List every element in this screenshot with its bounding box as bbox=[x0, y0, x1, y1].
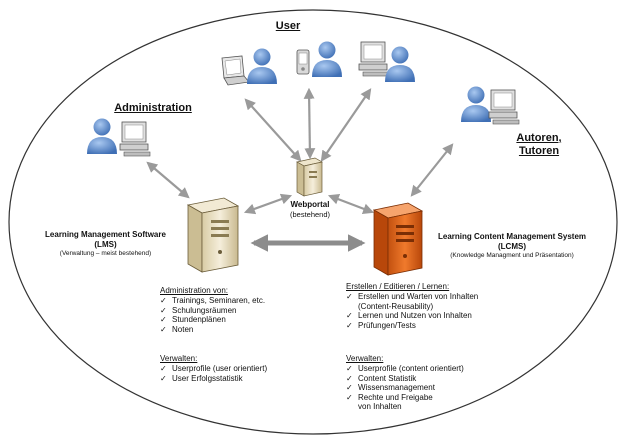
arrow-webportal-lms bbox=[243, 193, 293, 215]
list-item-text: (Content-Reusability) bbox=[358, 301, 434, 311]
lms-list-item: ✓ User Erfolgsstatistik bbox=[160, 374, 310, 384]
lcms-server-icon bbox=[372, 202, 424, 276]
webportal-server-icon bbox=[296, 157, 323, 197]
arrow-pda-webportal bbox=[303, 87, 316, 160]
lcms-list-item: ✓ Wissensmanagement bbox=[346, 383, 526, 393]
user-person-2-icon bbox=[312, 41, 342, 77]
admin-person-icon bbox=[87, 118, 117, 154]
lms-manage-section: Verwalten: ✓ Userprofile (user orientiert… bbox=[160, 354, 310, 383]
list-item-text: Stundenplänen bbox=[172, 315, 226, 325]
list-item-text: Userprofile (user orientiert) bbox=[172, 364, 268, 373]
list-item-text: Trainings, Seminaren, etc. bbox=[172, 296, 266, 305]
lms-manage-heading: Verwalten: bbox=[160, 354, 198, 363]
laptop-icon bbox=[221, 55, 250, 86]
lcms-list-item: (Content-Reusability) bbox=[346, 302, 526, 312]
pda-icon bbox=[296, 49, 310, 75]
connection-arrows bbox=[146, 87, 454, 252]
list-item-text: Content Statistik bbox=[358, 373, 417, 383]
arrow-authors-lcms bbox=[410, 143, 454, 197]
list-item-text: von Inhalten bbox=[358, 402, 402, 412]
list-item-text: Wissensmanagement bbox=[358, 383, 435, 393]
system-boundary-ellipse bbox=[8, 9, 618, 435]
lcms-edit-heading: Erstellen / Editieren / Lernen: bbox=[346, 282, 450, 291]
authors-label: Autoren, Tutoren bbox=[510, 132, 568, 158]
arrow-laptop-webportal bbox=[244, 98, 302, 162]
webportal-subtitle: (bestehend) bbox=[289, 210, 331, 219]
list-item-text: Noten bbox=[172, 324, 194, 334]
authors-label-line1: Autoren, bbox=[516, 132, 562, 144]
list-item-text: Schulungsräumen bbox=[172, 305, 237, 315]
list-item-text: Userprofile (content orientiert) bbox=[358, 364, 464, 373]
lms-list-item: ✓ Userprofile (user orientiert) bbox=[160, 364, 310, 374]
lcms-list-item: ✓ Erstellen und Warten von Inhalten bbox=[346, 292, 526, 302]
lcms-list-item: ✓ Lernen und Nutzen von Inhalten bbox=[346, 311, 526, 321]
checkmark-icon: ✓ bbox=[346, 364, 353, 373]
checkmark-icon: ✓ bbox=[346, 383, 353, 393]
user-label: User bbox=[275, 20, 301, 32]
arrow-admin-lms bbox=[146, 161, 190, 199]
lcms-title-block: Learning Content Management System (LCMS… bbox=[428, 232, 596, 260]
lms-admin-section: Administration von: ✓ Trainings, Seminare… bbox=[160, 286, 310, 334]
lcms-manage-section: Verwalten: ✓ Userprofile (content orienti… bbox=[346, 354, 526, 412]
arrow-webportal-lcms bbox=[327, 193, 375, 215]
webportal-title: Webportal bbox=[290, 200, 330, 209]
lcms-subtitle: (Knowledge Managment und Präsentation) bbox=[450, 252, 574, 259]
lcms-list-item: ✓ Userprofile (content orientiert) bbox=[346, 364, 526, 374]
lcms-list-item: von Inhalten bbox=[346, 402, 526, 412]
checkmark-icon: ✓ bbox=[346, 292, 353, 301]
checkmark-icon: ✓ bbox=[346, 311, 353, 321]
lms-title-block: Learning Management Software (LMS) (Verw… bbox=[28, 230, 183, 258]
checkmark-icon: ✓ bbox=[160, 315, 167, 325]
lms-list-item: ✓ Stundenplänen bbox=[160, 315, 310, 325]
desktop-computer-icon bbox=[358, 41, 390, 77]
lms-list-item: ✓ Noten bbox=[160, 325, 310, 335]
lms-admin-heading: Administration von: bbox=[160, 286, 229, 295]
webportal-label: Webportal (bestehend) bbox=[270, 200, 350, 219]
checkmark-icon: ✓ bbox=[160, 324, 167, 334]
lms-list-item: ✓ Trainings, Seminaren, etc. bbox=[160, 296, 310, 306]
list-item-text: Rechte und Freigabe bbox=[358, 392, 433, 402]
list-item-text: Erstellen und Warten von Inhalten bbox=[358, 292, 479, 301]
lms-server-icon bbox=[186, 197, 240, 273]
lcms-list-item: ✓ Prüfungen/Tests bbox=[346, 321, 526, 331]
lms-title-line2: (LMS) bbox=[94, 240, 117, 249]
authors-label-line2: Tutoren bbox=[518, 145, 560, 157]
checkmark-icon: ✓ bbox=[160, 305, 167, 315]
list-item-text: User Erfolgsstatistik bbox=[172, 373, 243, 383]
lcms-title-line2: (LCMS) bbox=[498, 242, 526, 251]
user-person-3-icon bbox=[385, 46, 415, 82]
administration-label: Administration bbox=[114, 102, 192, 114]
checkmark-icon: ✓ bbox=[160, 373, 167, 383]
admin-computer-icon bbox=[119, 121, 151, 157]
lms-title-line1: Learning Management Software bbox=[45, 230, 166, 239]
lms-subtitle: (Verwaltung – meist bestehend) bbox=[59, 250, 152, 257]
lcms-manage-heading: Verwalten: bbox=[346, 354, 384, 363]
lcms-list-item: ✓ Content Statistik bbox=[346, 374, 526, 384]
checkmark-icon: ✓ bbox=[346, 392, 353, 402]
checkmark-icon: ✓ bbox=[160, 364, 167, 373]
lcms-title-line1: Learning Content Management System bbox=[437, 232, 587, 241]
author-computer-icon bbox=[488, 89, 520, 125]
checkmark-icon: ✓ bbox=[346, 373, 353, 383]
user-person-1-icon bbox=[247, 48, 277, 84]
list-item-text: Prüfungen/Tests bbox=[358, 320, 416, 330]
checkmark-icon: ✓ bbox=[346, 320, 353, 330]
lcms-list-item: ✓ Rechte und Freigabe bbox=[346, 393, 526, 403]
checkmark-icon: ✓ bbox=[160, 296, 167, 305]
lcms-edit-section: Erstellen / Editieren / Lernen: ✓ Erstell… bbox=[346, 282, 526, 330]
list-item-text: Lernen und Nutzen von Inhalten bbox=[358, 311, 472, 321]
arrow-desktop-webportal bbox=[320, 88, 372, 162]
lms-list-item: ✓ Schulungsräumen bbox=[160, 306, 310, 316]
author-person-icon bbox=[461, 86, 491, 122]
